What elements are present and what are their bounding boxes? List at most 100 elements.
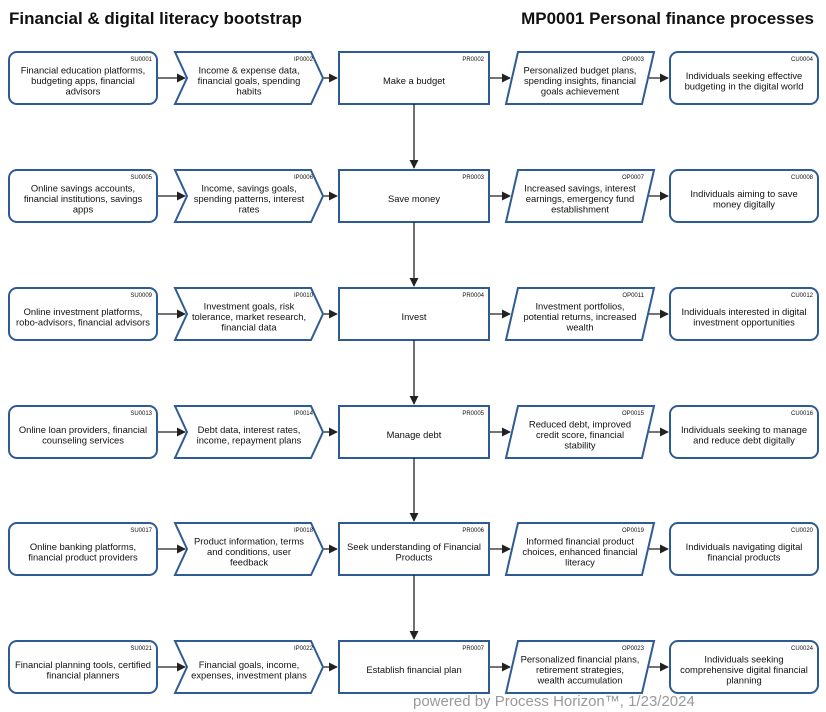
process-shape bbox=[338, 169, 490, 223]
input-shape bbox=[173, 51, 325, 105]
customer-label: Individuals interested in digital bbox=[681, 306, 806, 317]
supplier-label: Financial education platforms, bbox=[21, 65, 146, 76]
input-code: IP0002 bbox=[294, 57, 314, 63]
supplier-shape bbox=[8, 522, 158, 576]
input-shape bbox=[173, 522, 325, 576]
input-label: tolerance, market research, bbox=[192, 311, 306, 322]
customer-label: Individuals seeking bbox=[704, 654, 783, 665]
input-label: income, repayment plans bbox=[197, 434, 302, 445]
customer-label: comprehensive digital financial bbox=[680, 664, 808, 675]
output-label: potential returns, increased bbox=[523, 311, 636, 322]
customer-label: and reduce debt digitally bbox=[693, 434, 795, 445]
customer-code: CU0008 bbox=[791, 175, 814, 181]
customer-shape bbox=[669, 51, 819, 105]
customer-label: financial products bbox=[708, 551, 781, 562]
input-label: rates bbox=[239, 204, 260, 215]
customer-code: CU0004 bbox=[791, 57, 814, 63]
supplier-code: SU0005 bbox=[130, 175, 152, 181]
process-label: Invest bbox=[401, 311, 426, 322]
input-label: and conditions, user bbox=[207, 546, 291, 557]
output-label: wealth bbox=[565, 322, 593, 333]
output-code: OP0007 bbox=[622, 175, 645, 181]
process-label: Establish financial plan bbox=[366, 664, 461, 675]
process-code: PR0002 bbox=[462, 57, 484, 63]
customer-shape bbox=[669, 405, 819, 459]
input-code: IP0018 bbox=[294, 528, 314, 534]
output-shape bbox=[504, 522, 656, 576]
process-label: Products bbox=[396, 551, 433, 562]
output-label: Reduced debt, improved bbox=[529, 419, 631, 430]
output-label: retirement strategies, bbox=[536, 664, 624, 675]
process-label: Make a budget bbox=[383, 75, 445, 86]
input-code: IP0014 bbox=[294, 411, 314, 417]
supplier-label: Online loan providers, financial bbox=[19, 424, 147, 435]
output-code: OP0023 bbox=[622, 646, 645, 652]
supplier-shape bbox=[8, 287, 158, 341]
input-label: Income & expense data, bbox=[198, 65, 299, 76]
supplier-shape bbox=[8, 51, 158, 105]
input-label: expenses, investment plans bbox=[191, 669, 307, 680]
process-shape bbox=[338, 405, 490, 459]
output-label: Personalized budget plans, bbox=[523, 65, 636, 76]
input-label: Financial goals, income, bbox=[199, 659, 300, 670]
supplier-shape bbox=[8, 405, 158, 459]
input-shape bbox=[173, 405, 325, 459]
input-label: habits bbox=[236, 86, 261, 97]
customer-label: Individuals aiming to save bbox=[690, 188, 797, 199]
customer-label: Individuals seeking effective bbox=[686, 70, 803, 81]
process-shape bbox=[338, 51, 490, 105]
output-label: choices, enhanced financial bbox=[522, 546, 637, 557]
customer-label: Individuals navigating digital bbox=[686, 541, 803, 552]
process-code: PR0003 bbox=[462, 175, 484, 181]
supplier-label: financial institutions, savings bbox=[24, 193, 143, 204]
output-label: Investment portfolios, bbox=[535, 301, 624, 312]
supplier-label: counseling services bbox=[42, 434, 124, 445]
page-title: Financial & digital literacy bootstrap bbox=[9, 9, 302, 28]
customer-label: budgeting in the digital world bbox=[685, 80, 804, 91]
customer-shape bbox=[669, 640, 819, 694]
output-label: earnings, emergency fund bbox=[526, 193, 634, 204]
process-shape bbox=[338, 287, 490, 341]
supplier-label: Online banking platforms, bbox=[30, 541, 136, 552]
supplier-shape bbox=[8, 640, 158, 694]
supplier-label: financial planners bbox=[47, 669, 120, 680]
output-code: OP0015 bbox=[622, 411, 645, 417]
output-code: OP0019 bbox=[622, 528, 645, 534]
output-label: credit score, financial bbox=[536, 429, 624, 440]
process-code: PR0006 bbox=[462, 528, 484, 534]
output-shape bbox=[504, 169, 656, 223]
